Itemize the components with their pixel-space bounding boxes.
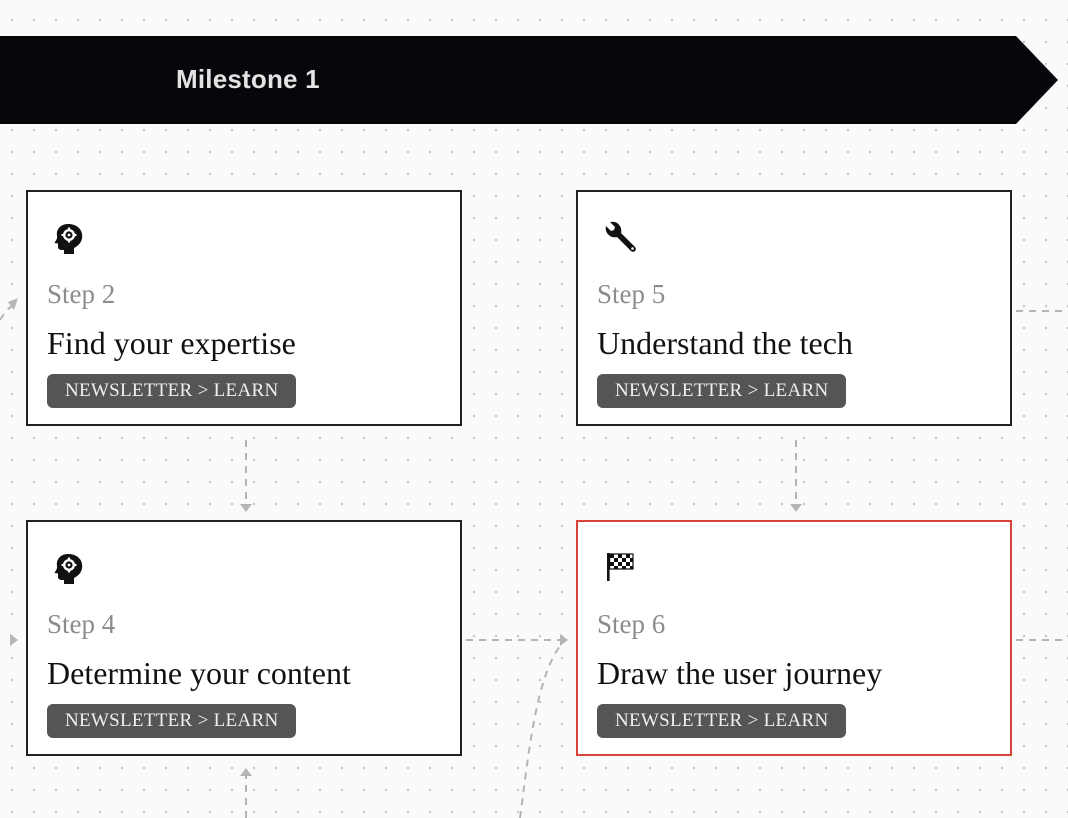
arrowhead-step-2-in: [8, 298, 18, 310]
checkered-flag-icon: [607, 553, 634, 581]
head-gear-icon: [54, 554, 83, 584]
step-title: Draw the user journey: [597, 655, 883, 691]
wrench-icon: [605, 221, 636, 252]
arrowhead-step-6-left: [560, 634, 568, 646]
step-card-4[interactable]: Step 4 Determine your content NEWSLETTER…: [26, 520, 462, 756]
category-tag[interactable]: NEWSLETTER > LEARN: [597, 374, 847, 408]
arrowhead-step-4-top: [240, 504, 252, 512]
step-label: Step 4: [47, 609, 116, 639]
step-title: Determine your content: [47, 655, 351, 691]
step-label: Step 6: [597, 609, 666, 639]
step-label: Step 5: [597, 279, 666, 309]
step-title: Understand the tech: [597, 325, 853, 361]
step-card-2[interactable]: Step 2 Find your expertise NEWSLETTER > …: [26, 190, 462, 426]
connector-into-step-2: [0, 305, 13, 321]
milestone-title: Milestone 1: [176, 64, 320, 94]
milestone-arrow-shape: [0, 36, 1058, 124]
step-label: Step 2: [47, 279, 116, 309]
arrowhead-step-4-bottom: [240, 768, 252, 776]
milestone-banner: Milestone 1: [0, 36, 1060, 124]
arrowhead-step-6-top: [790, 504, 802, 512]
category-tag[interactable]: NEWSLETTER > LEARN: [47, 374, 297, 408]
step-title: Find your expertise: [47, 325, 296, 361]
category-tag[interactable]: NEWSLETTER > LEARN: [597, 704, 847, 738]
connector-curve-to-step-6: [519, 645, 561, 818]
step-card-6[interactable]: Step 6 Draw the user journey NEWSLETTER …: [576, 520, 1012, 756]
step-card-5[interactable]: Step 5 Understand the tech NEWSLETTER > …: [576, 190, 1012, 426]
head-gear-icon: [54, 224, 83, 254]
category-tag[interactable]: NEWSLETTER > LEARN: [47, 704, 297, 738]
arrowhead-step-4-left: [10, 634, 18, 646]
